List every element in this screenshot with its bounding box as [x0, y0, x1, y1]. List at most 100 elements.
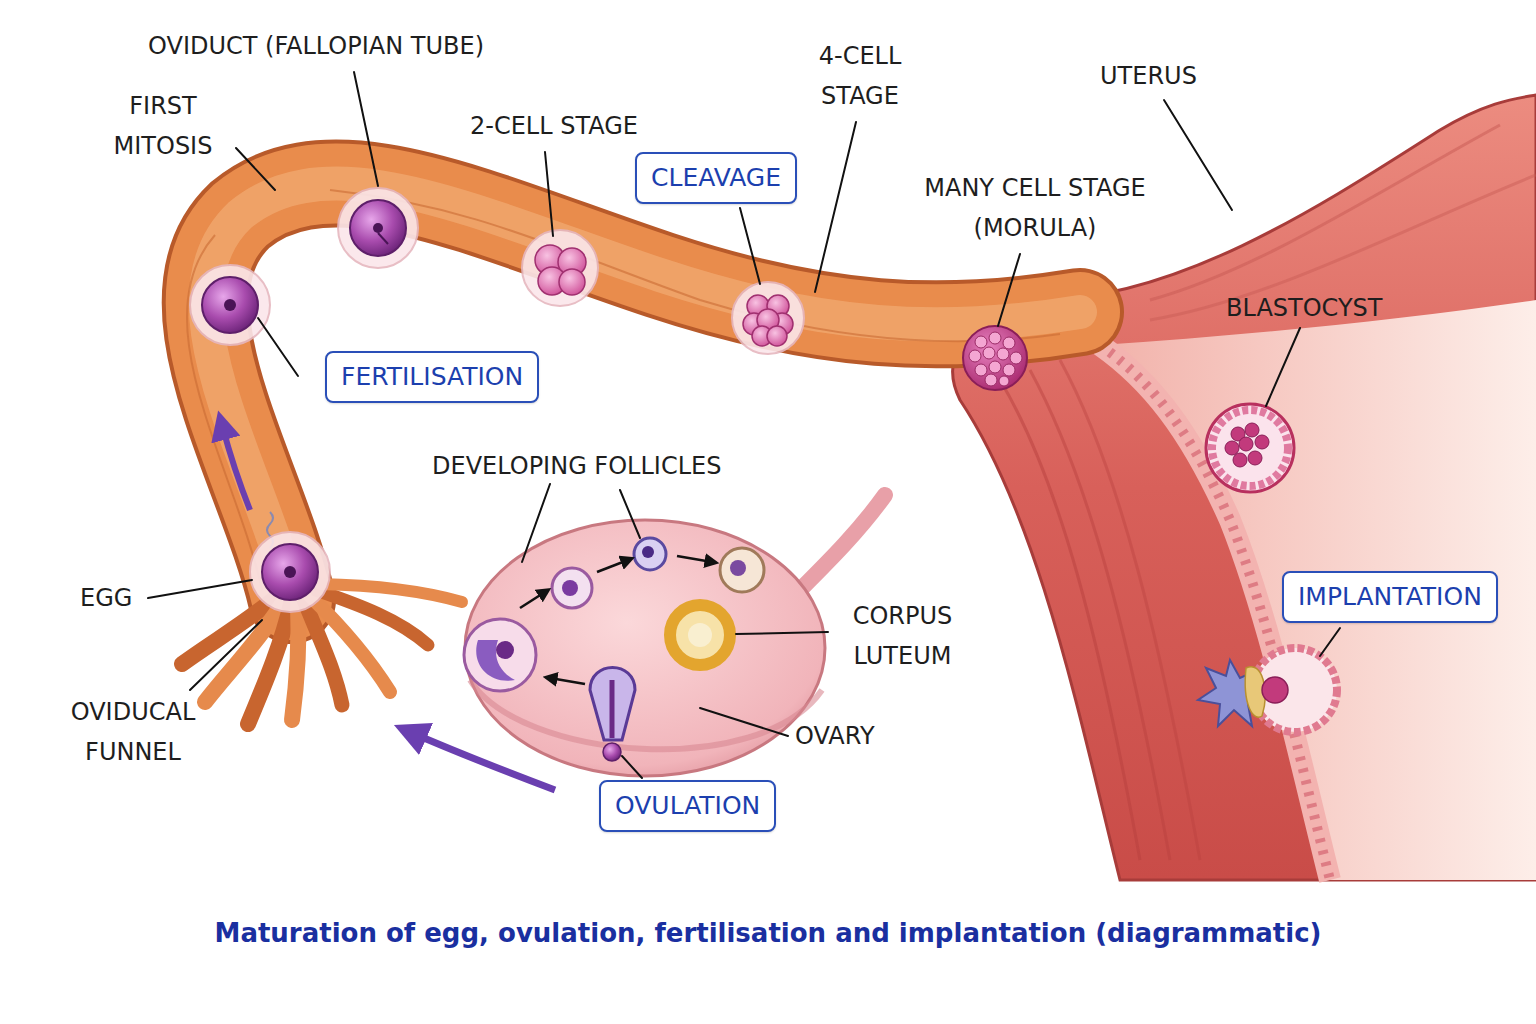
blastomere: [989, 361, 1001, 373]
leader-line: [258, 318, 298, 376]
part-label: BLASTOCYST: [1226, 288, 1382, 328]
cycle-arrow: [597, 560, 628, 572]
leader-line: [736, 632, 828, 634]
follicle: [634, 538, 666, 570]
corpus-luteum: [670, 605, 730, 665]
ovulating-follicle: [590, 668, 635, 762]
uterine-cavity: [1100, 300, 1536, 880]
morula: [963, 326, 1027, 390]
blastomere: [1239, 437, 1253, 451]
blastomere: [999, 376, 1009, 386]
embryo-mass: [1262, 677, 1288, 703]
process-label: OVULATION: [615, 789, 760, 823]
leader-line: [1320, 628, 1340, 656]
four-cell-embryo: [732, 282, 804, 354]
leader-line: [236, 148, 275, 190]
zona-pellucida: [732, 282, 804, 354]
egg-cytoplasm: [350, 200, 406, 256]
egg-cytoplasm: [202, 277, 258, 333]
leader-line: [998, 254, 1020, 326]
follicle: [464, 619, 536, 691]
blastomere: [1010, 352, 1022, 364]
leader-line: [522, 484, 550, 562]
oocyte: [496, 641, 514, 659]
cycle-arrow: [550, 678, 585, 684]
leader-line: [1164, 100, 1232, 210]
blastomere: [997, 348, 1009, 360]
leader-line: [815, 122, 856, 292]
trophoblast: [1212, 410, 1288, 486]
ovary-figure: [464, 495, 885, 776]
morula-cells: [969, 332, 1022, 386]
figure-caption: Maturation of egg, ovulation, fertilisat…: [0, 918, 1536, 948]
blastomere: [767, 326, 787, 346]
follicle: [720, 548, 764, 592]
follicle-wall: [720, 548, 764, 592]
part-label: EGG: [80, 578, 132, 618]
part-label: UTERUS: [1100, 56, 1197, 96]
blastomere: [975, 336, 987, 348]
released-egg: [603, 743, 621, 761]
egg-cell: [250, 532, 330, 612]
part-label: MANY CELL STAGE (MORULA): [895, 168, 1175, 248]
leader-line: [740, 208, 760, 284]
blastocyst-figure: [1206, 404, 1294, 492]
leader-line: [190, 620, 262, 690]
blastomere: [1248, 451, 1262, 465]
leader-line: [1266, 328, 1300, 406]
blastocyst-shell: [1206, 404, 1294, 492]
blastomere: [969, 350, 981, 362]
leader-line: [700, 708, 788, 736]
blastomere: [985, 374, 997, 386]
ovulation-arrow: [410, 732, 555, 790]
oocyte: [730, 560, 746, 576]
cycle-arrow: [677, 556, 712, 562]
fimbria: [316, 590, 428, 645]
leader-line: [622, 756, 642, 778]
fimbria: [248, 600, 292, 724]
zona-pellucida: [338, 188, 418, 268]
two-cell-embryo: [522, 230, 598, 306]
follicle-wall: [552, 568, 592, 608]
oocyte: [642, 546, 654, 558]
blastomere: [559, 269, 585, 295]
zona-pellucida: [190, 265, 270, 345]
cycle-arrows: [520, 556, 712, 684]
ruptured-follicle: [590, 668, 635, 741]
process-box: FERTILISATION: [325, 351, 539, 403]
leader-line: [545, 152, 553, 236]
egg-nucleus: [224, 299, 236, 311]
leader-lines: [148, 72, 1340, 778]
process-label: CLEAVAGE: [651, 161, 781, 195]
part-label: CORPUS LUTEUM: [830, 596, 975, 676]
follicle-wall: [464, 619, 536, 691]
part-label: OVIDUCAL FUNNEL: [48, 692, 218, 772]
process-box: CLEAVAGE: [635, 152, 797, 204]
fimbria: [292, 602, 299, 720]
follicle-wall: [634, 538, 666, 570]
part-label: 4-CELL STAGE: [790, 36, 930, 116]
oviduct-fold: [330, 190, 1060, 341]
follicle: [552, 568, 592, 608]
process-label: IMPLANTATION: [1298, 580, 1482, 614]
blastomere: [1003, 364, 1015, 376]
implanted-blastocyst: [1253, 648, 1337, 732]
zygote: [190, 265, 270, 345]
leader-line: [148, 580, 252, 598]
ovarian-ligament: [800, 495, 885, 590]
corpus-luteum-ring: [670, 605, 730, 665]
corpus-luteum-core: [688, 623, 712, 647]
dividing-zygote: [338, 188, 418, 268]
fimbria: [320, 584, 462, 602]
blastomere: [1245, 423, 1259, 437]
uterus-wall: [953, 95, 1536, 880]
uterus-figure: [953, 95, 1536, 880]
blastomere: [989, 332, 1001, 344]
part-label: 2-CELL STAGE: [470, 106, 638, 146]
blastomere: [1233, 453, 1247, 467]
egg-nucleus: [373, 223, 383, 233]
spindle: [378, 233, 388, 244]
fimbriae: [182, 584, 462, 724]
part-label: DEVELOPING FOLLICLES: [432, 446, 721, 486]
